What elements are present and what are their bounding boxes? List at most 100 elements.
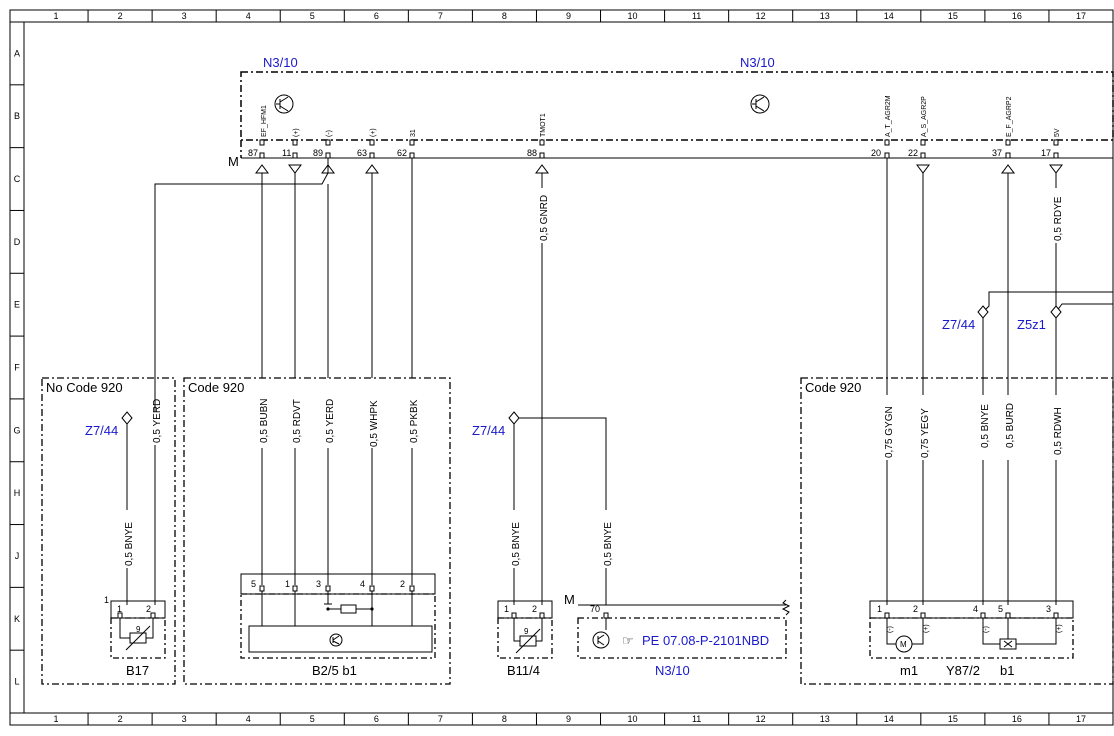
component-b11-4: 1 2 9 B11/4 bbox=[497, 600, 553, 678]
junction-label: Z5z1 bbox=[1017, 317, 1046, 332]
module-pin bbox=[259, 139, 265, 159]
b25-pin: 1 bbox=[285, 579, 290, 589]
temperature-sensor-icon bbox=[129, 632, 147, 644]
row-index: L bbox=[14, 677, 19, 687]
group-boxes bbox=[41, 377, 1114, 685]
column-index: 13 bbox=[820, 714, 830, 724]
column-index: 5 bbox=[310, 714, 315, 724]
arrow-down-icon bbox=[1049, 164, 1063, 174]
column-index: 15 bbox=[948, 11, 958, 21]
row-index: B bbox=[14, 111, 20, 121]
column-index: 1 bbox=[54, 11, 59, 21]
wire-label: 0,5 BNYE bbox=[980, 404, 991, 448]
module-pins bbox=[259, 139, 1059, 159]
column-index: 10 bbox=[628, 11, 638, 21]
drawing-frame bbox=[9, 9, 1114, 726]
wire-label: 0,5 BNYE bbox=[603, 522, 614, 566]
junction-label: Z7/44 bbox=[942, 317, 975, 332]
wire-label: 0,5 RDVT bbox=[292, 399, 303, 443]
column-index: 16 bbox=[1012, 11, 1022, 21]
reference-link[interactable]: PE 07.08-P-2101NBD bbox=[642, 633, 769, 648]
pin-number: 63 bbox=[357, 148, 367, 158]
column-index: 6 bbox=[374, 11, 379, 21]
n310-ground-label: M bbox=[564, 592, 575, 607]
column-index: 13 bbox=[820, 11, 830, 21]
module-pin bbox=[884, 139, 890, 159]
column-index: 9 bbox=[566, 714, 571, 724]
pin-signal: TMOT1 bbox=[540, 113, 547, 137]
column-index: 3 bbox=[182, 11, 187, 21]
column-index: 11 bbox=[692, 11, 701, 21]
column-index: 12 bbox=[756, 11, 766, 21]
wire-label: 0,5 YERD bbox=[152, 399, 163, 443]
arrow-up-icon bbox=[255, 164, 269, 174]
module-name-right: N3/10 bbox=[740, 55, 775, 70]
temperature-sensor-icon bbox=[519, 635, 537, 647]
pin-signal: 5V bbox=[1054, 128, 1061, 137]
junction-label: Z7/44 bbox=[85, 423, 118, 438]
y872-pin: 5 bbox=[998, 604, 1003, 614]
n310-pin: 70 bbox=[590, 604, 600, 614]
column-index: 17 bbox=[1076, 714, 1086, 724]
y872-label-b1: b1 bbox=[1000, 663, 1014, 678]
b114-label: B11/4 bbox=[507, 663, 540, 678]
pin-signal: EF_HFM1 bbox=[261, 105, 268, 137]
b17-connector: 1 bbox=[104, 595, 109, 605]
row-index: E bbox=[14, 300, 20, 310]
arrow-down-icon bbox=[288, 164, 302, 174]
wire-label: 0,5 WHPK bbox=[369, 400, 380, 447]
b25-pin: 2 bbox=[400, 579, 405, 589]
row-index: H bbox=[14, 488, 21, 498]
column-index: 6 bbox=[374, 714, 379, 724]
y872-pin-mark: (-) bbox=[887, 626, 894, 633]
y872-label-m1: m1 bbox=[900, 663, 918, 678]
b25-pin: 4 bbox=[360, 579, 365, 589]
module-ground-label: M bbox=[228, 154, 239, 169]
pin-number: 89 bbox=[313, 148, 323, 158]
b25-label: B2/5 b1 bbox=[312, 663, 357, 678]
row-index: A bbox=[14, 48, 20, 58]
wire-labels: 0,5 YERD 0,5 BUBN 0,5 RDVT 0,5 YERD 0,5 … bbox=[124, 195, 1064, 566]
y872-pin-mark: (-) bbox=[983, 626, 990, 633]
row-index: G bbox=[13, 425, 20, 435]
b17-pin: 1 bbox=[117, 604, 122, 614]
column-index: 16 bbox=[1012, 714, 1022, 724]
pin-signal: (+) bbox=[370, 128, 377, 137]
wire-label: 0,5 BNYE bbox=[124, 522, 135, 566]
row-index: D bbox=[14, 237, 21, 247]
column-index: 3 bbox=[182, 714, 187, 724]
module-pin bbox=[369, 139, 375, 159]
component-y87-2: M 1 2 4 5 3 (-) (+) (-) (+) m1 Y87/2 b1 bbox=[869, 600, 1074, 678]
resistor-icon bbox=[340, 604, 357, 614]
wire-label: 0,5 GNRD bbox=[539, 195, 550, 241]
arrow-down-icon bbox=[916, 164, 930, 174]
pin-number: 22 bbox=[908, 148, 918, 158]
module-name-left: N3/10 bbox=[263, 55, 298, 70]
transistor-icon bbox=[274, 94, 294, 114]
column-index: 11 bbox=[692, 714, 701, 724]
wire-label: 0,5 BNYE bbox=[511, 522, 522, 566]
module-n3-10: N3/10 N3/10 M bbox=[228, 55, 1114, 169]
pin-number: 11 bbox=[282, 148, 291, 158]
transistor-icon bbox=[750, 94, 770, 114]
junction-diamond-icon bbox=[508, 411, 520, 425]
b25-pin: 5 bbox=[251, 579, 256, 589]
n310-lower-label: N3/10 bbox=[655, 663, 690, 678]
wire-label: 0,75 GYGN bbox=[884, 406, 895, 458]
pin-signal: A_T_AGR2M bbox=[885, 95, 892, 137]
wire-label: 0,75 YEGY bbox=[920, 408, 931, 458]
pointing-hand-icon[interactable]: ☞ bbox=[622, 633, 634, 648]
pin-number: 87 bbox=[248, 148, 258, 158]
pin-number: 37 bbox=[992, 148, 1002, 158]
column-index: 2 bbox=[118, 714, 123, 724]
component-b17: 1 1 2 9 B17 bbox=[104, 595, 166, 678]
column-index: 8 bbox=[502, 714, 507, 724]
y872-pin: 4 bbox=[973, 604, 978, 614]
junction-diamond-icon bbox=[121, 411, 133, 425]
pin-number: 20 bbox=[871, 148, 881, 158]
junction-label: Z7/44 bbox=[472, 423, 505, 438]
module-pin bbox=[409, 139, 415, 159]
